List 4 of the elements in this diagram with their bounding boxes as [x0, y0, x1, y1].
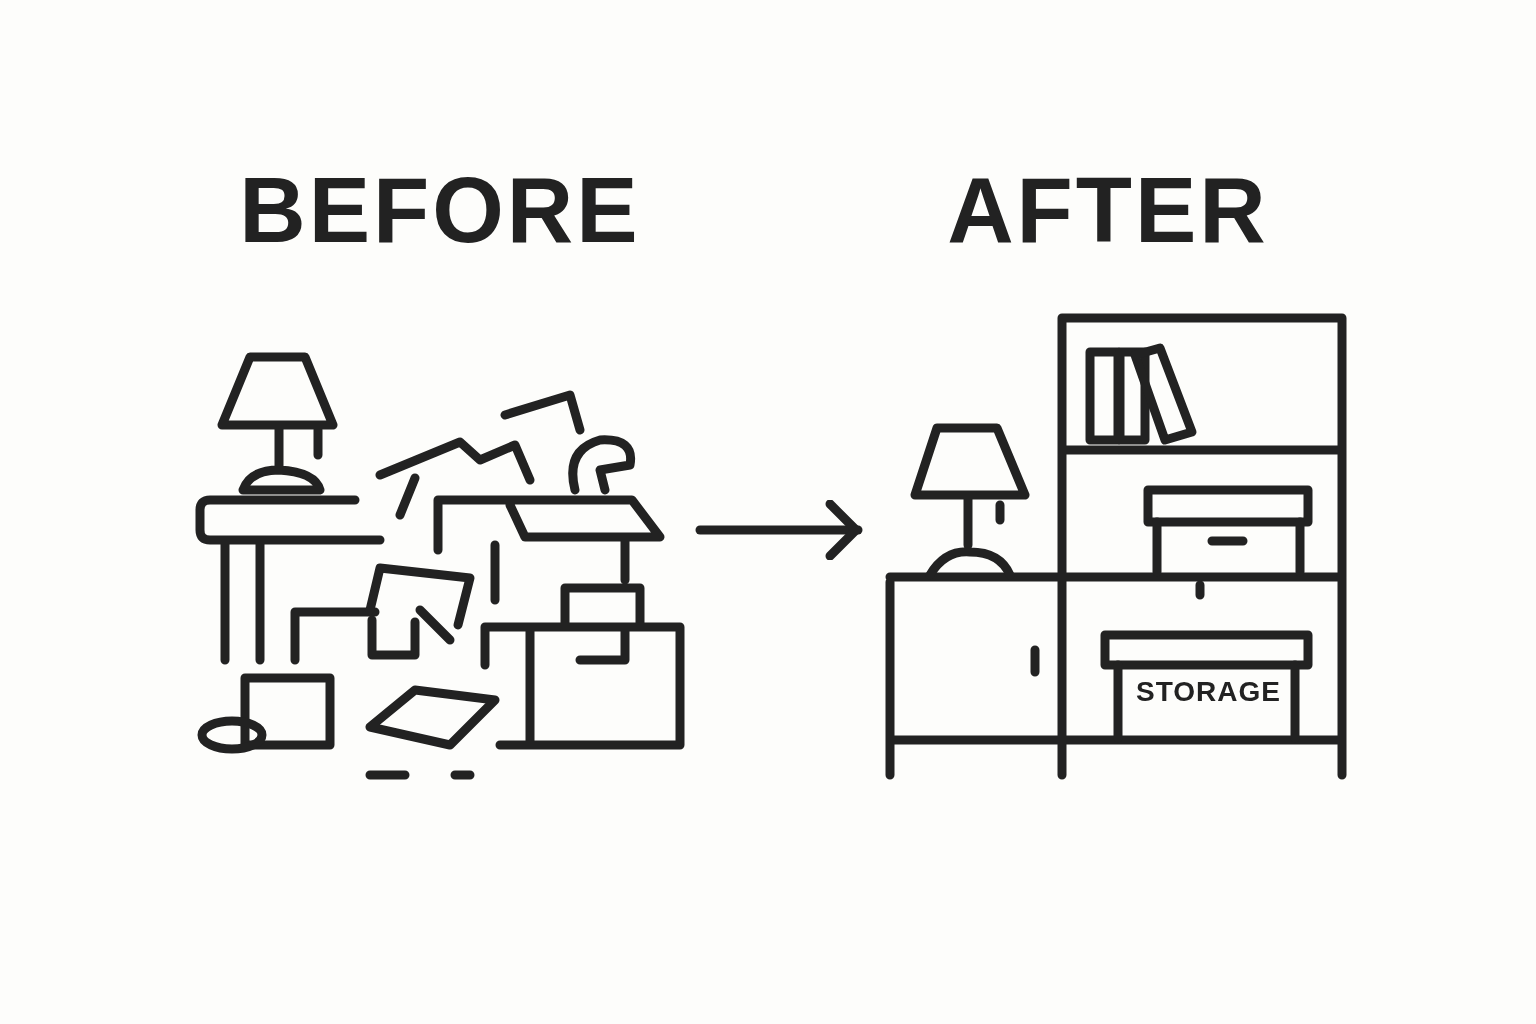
box-label: STORAGE	[1136, 676, 1281, 708]
arrow	[695, 499, 863, 561]
heading: BEFORE	[238, 160, 642, 260]
heading: AFTER	[946, 160, 1270, 260]
